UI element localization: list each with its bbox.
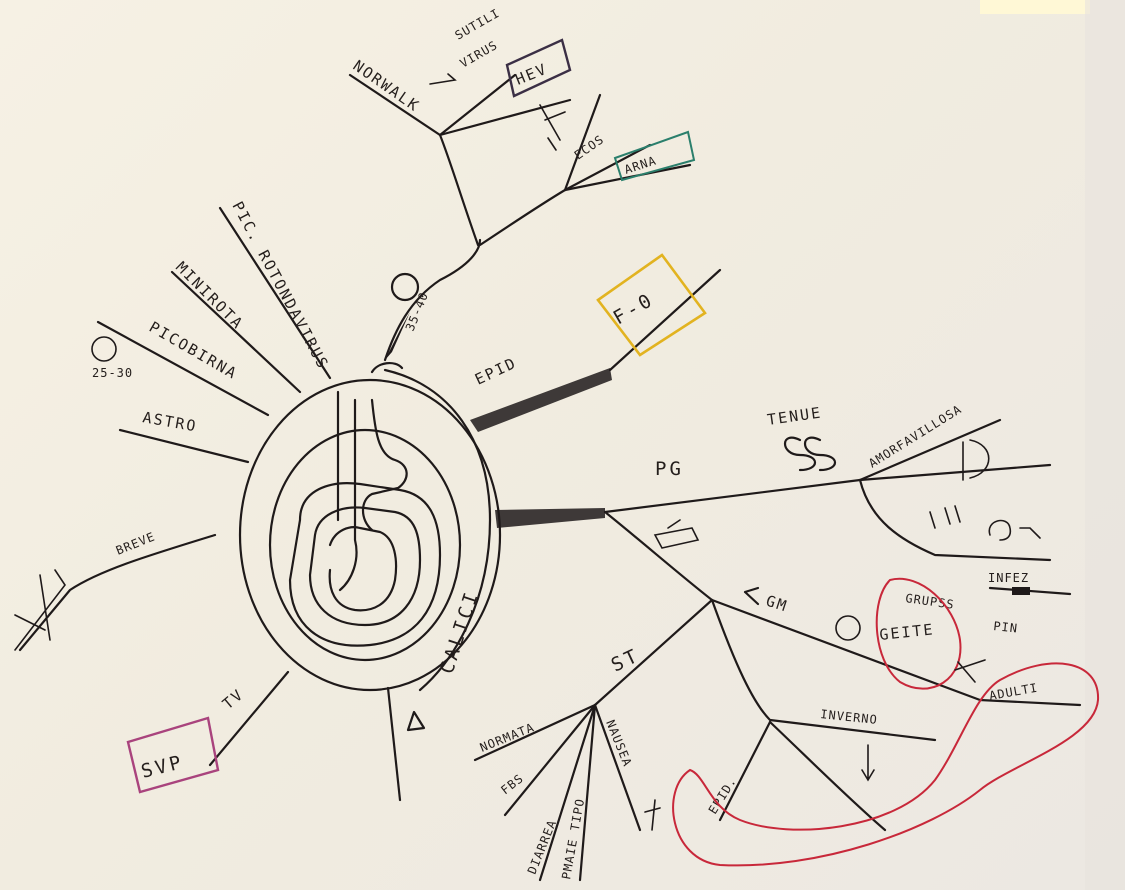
calici-label: CALICI (436, 587, 484, 676)
infez-label: INFEZ (988, 571, 1029, 585)
astro-label: ASTRO (141, 408, 198, 435)
age-25-30-label: 25-30 (92, 366, 133, 380)
gm-connector (605, 512, 712, 600)
st-line (595, 600, 712, 705)
pg-label: PG (655, 458, 684, 480)
top-trunk (385, 240, 480, 360)
tv-label: TV (219, 685, 247, 713)
cross-mark (955, 660, 985, 682)
triangle-icon (408, 712, 424, 730)
infez-curve (860, 480, 1050, 560)
tick-marks (930, 506, 960, 528)
d-symbol (963, 440, 989, 480)
gm-arrow (745, 588, 758, 604)
branch-bottom-left: SVP TV (128, 672, 424, 800)
norwalk-stem (440, 135, 478, 245)
st-label: ST (608, 644, 643, 676)
sticky-note-edge (980, 0, 1090, 14)
branch-epid: EPID F-0 (470, 255, 720, 432)
ecos-label: ECOS (572, 132, 607, 162)
tenue-label: TENUE (766, 403, 823, 429)
down-arrow-icon (862, 745, 874, 780)
virus-label: VIRUS (458, 38, 501, 71)
ecos-stem (480, 190, 565, 245)
f0-label: F-0 (610, 289, 659, 330)
hev-label: HEV (513, 60, 550, 89)
arrow-to-sutili (430, 74, 455, 84)
amorfavillosa-label: AMORFAVILLOSA (866, 402, 964, 471)
omega-symbol (989, 521, 1040, 540)
nausea-arrow (645, 800, 660, 830)
branch-st: ST NORMATA FBS DIARREA PMAIE TIPO NAUSEA (475, 600, 712, 881)
pg-wedge (495, 508, 605, 528)
smiley-icon (392, 274, 418, 300)
geite-label: GEITE (879, 620, 936, 644)
diarrea-label: DIARREA (525, 817, 560, 876)
genome-coil-2 (310, 507, 420, 625)
genome-stem-2 (340, 400, 357, 590)
branch-gm: GM GRUPSS PIN GEITE ADULTI INVERNO EPID. (605, 512, 1098, 865)
infez-underline-mark (1012, 587, 1030, 595)
crossed-symbol (540, 105, 565, 150)
ss-glyph (785, 438, 835, 470)
gm-circle-icon (836, 616, 860, 640)
sutili-label: SUTILI (453, 6, 503, 43)
pg-line (605, 480, 860, 512)
minirota-label: MINIROTA (172, 258, 247, 333)
gm-label: GM (764, 592, 791, 616)
astro-line (120, 430, 248, 462)
smiley-icon-left (92, 337, 116, 361)
genome-coil-3 (330, 527, 396, 610)
pin-label: PIN (993, 619, 1019, 636)
svp-line (210, 672, 288, 765)
pentagon-arrow-icon (655, 520, 698, 548)
branch-pg: PG TENUE AMORFAVILLOSA INFEZ (495, 402, 1070, 595)
normata-label: NORMATA (478, 720, 537, 755)
norwalk-label: NORWALK (350, 57, 424, 116)
breve-label: BREVE (114, 529, 157, 557)
epid-bottom-line (720, 722, 770, 820)
paper-shadow (1085, 0, 1125, 890)
svp-label: SVP (139, 751, 186, 783)
crossed-out-scribble (15, 570, 65, 650)
inverno-label: INVERNO (820, 707, 879, 727)
fbs-line (505, 705, 595, 815)
epid-label: EPID (472, 354, 520, 389)
branch-left: PIC. ROTONDAVIRUS MINIROTA PICOBIRNA 25-… (15, 198, 332, 650)
triangle-line (388, 688, 400, 800)
pic-rotonda-label: PIC. ROTONDAVIRUS (228, 198, 332, 372)
central-virus-drawing: CALICI (240, 363, 500, 690)
